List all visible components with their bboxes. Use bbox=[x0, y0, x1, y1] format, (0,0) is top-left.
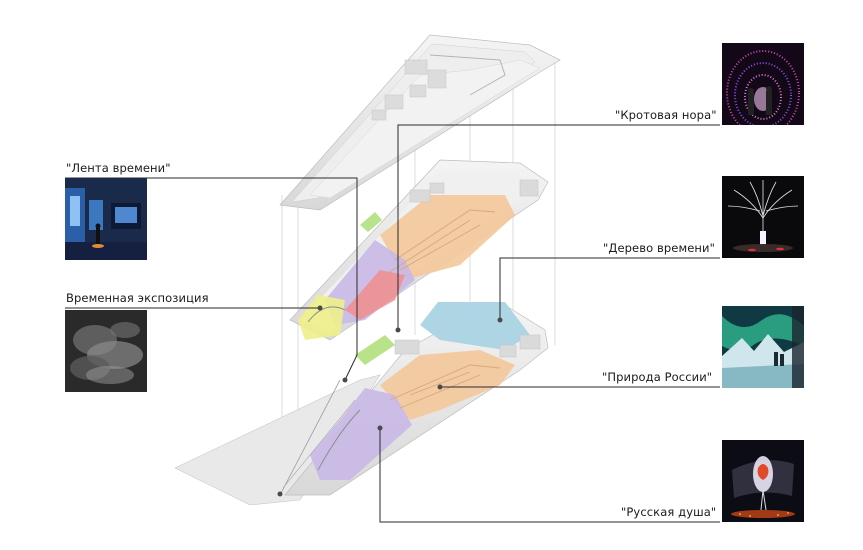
thumbnail-temporary bbox=[65, 310, 147, 392]
top-level-floor bbox=[279, 34, 561, 211]
label-wormhole: "Кротовая нора" bbox=[615, 108, 717, 122]
label-soul: "Русская душа" bbox=[621, 505, 717, 519]
thumbnail-soul bbox=[722, 440, 804, 522]
leader-dots bbox=[277, 305, 503, 497]
zone-green-strip bbox=[360, 212, 382, 232]
zone-timeline-orange bbox=[380, 195, 515, 280]
label-nature: "Природа России" bbox=[602, 370, 713, 384]
zone-soul-purple bbox=[310, 388, 412, 480]
zone-wormhole-green bbox=[355, 335, 395, 365]
zone-temporary-yellow bbox=[298, 295, 345, 340]
label-tree: "Дерево времени" bbox=[603, 241, 715, 255]
leader-soul bbox=[379, 428, 720, 523]
leader-wormhole bbox=[397, 124, 720, 330]
leader-timeline bbox=[65, 177, 358, 381]
leader-lines bbox=[65, 124, 720, 523]
leader-tree bbox=[499, 257, 720, 320]
thumbnail-tree bbox=[722, 176, 804, 258]
zone-nature-blue bbox=[420, 302, 530, 350]
label-temporary: Временная экспозиция bbox=[66, 291, 209, 305]
middle-level-floor bbox=[289, 159, 549, 341]
bottom-level-floor bbox=[174, 301, 549, 506]
zone-timeline-red bbox=[345, 270, 405, 320]
thumbnail-wormhole bbox=[722, 43, 804, 125]
thumbnail-timeline bbox=[65, 178, 147, 260]
label-timeline: "Лента времени" bbox=[66, 161, 171, 175]
thumbnail-nature bbox=[722, 306, 804, 388]
